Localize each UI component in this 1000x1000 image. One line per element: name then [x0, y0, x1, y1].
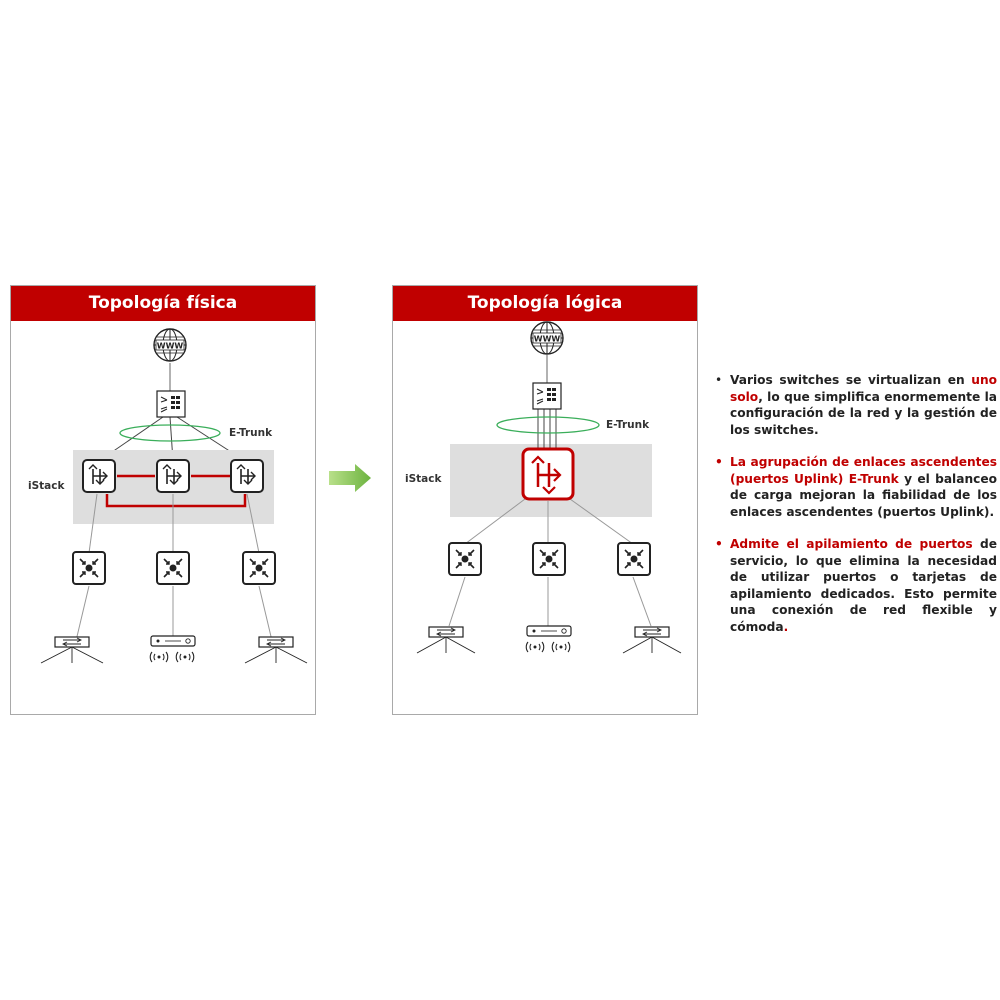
core-switch-icon [156, 459, 190, 493]
bullet-text: y el balanceo de carga mejoran la fiabil… [730, 471, 998, 519]
core-switch-icon [82, 459, 116, 493]
wireless-access-point-icon [149, 635, 196, 663]
bullet-highlight: . [783, 619, 789, 634]
bullet-text: de servicio, lo que elimina la necesidad… [730, 537, 997, 634]
www-text: WWW [157, 342, 184, 351]
core-switch-icon [230, 459, 264, 493]
istack-label: iStack [405, 473, 442, 485]
edge-switch-icon [244, 636, 308, 664]
edge-switch-icon [40, 636, 104, 664]
edge-switch-icon [622, 626, 682, 654]
internet-globe-icon: WWW [153, 328, 187, 362]
access-switch-icon [532, 542, 566, 576]
firewall-icon [156, 390, 186, 418]
bullet-etrunk: • La agrupación de enlaces ascendentes (… [712, 454, 997, 520]
access-switch-icon [72, 551, 106, 585]
bullet-port-stacking: • Admite el apilamiento de puertos de se… [712, 536, 997, 635]
access-switch-icon [617, 542, 651, 576]
transition-arrow-icon [327, 463, 373, 493]
physical-topology-diagram: E-Trunk iStack WWW [28, 328, 308, 664]
logical-topology-diagram: iStack E-Trunk WWW [405, 321, 682, 654]
bullet-dot: • [715, 537, 723, 551]
feature-bullet-list: • Varios switches se virtualizan en uno … [712, 372, 997, 651]
physical-topology-panel: Topología física E-Trunk iStack [10, 285, 316, 715]
virtual-core-switch-icon [521, 447, 575, 501]
access-switch-icon [156, 551, 190, 585]
access-switch-icon [448, 542, 482, 576]
logical-topology-panel: Topología lógica iStack E-Trunk WWW [392, 285, 698, 715]
istack-label: iStack [28, 480, 65, 492]
bullet-highlight: Admite el apilamiento de puertos [730, 537, 973, 551]
bullet-highlight: La agrupación de enlaces ascendentes (pu… [730, 455, 997, 486]
etrunk-ring [496, 416, 600, 434]
access-switch-icon [242, 551, 276, 585]
etrunk-label: E-Trunk [229, 427, 273, 439]
etrunk-ring [119, 424, 221, 442]
etrunk-label: E-Trunk [606, 419, 650, 431]
bullet-virtualization: • Varios switches se virtualizan en uno … [712, 372, 997, 438]
internet-globe-icon: WWW [530, 321, 564, 355]
bullet-dot: • [715, 373, 723, 387]
wireless-access-point-icon [525, 625, 572, 653]
edge-switch-icon [416, 626, 476, 654]
firewall-icon [532, 382, 562, 410]
bullet-text: , lo que simplifica enormemente la confi… [730, 389, 997, 437]
bullet-dot: • [715, 455, 723, 469]
logical-topology-title: Topología lógica [393, 286, 697, 321]
physical-topology-title: Topología física [11, 286, 315, 321]
bullet-highlight: uno solo [730, 373, 997, 404]
www-text: WWW [534, 335, 561, 344]
bullet-text: Varios switches se virtualizan en [730, 373, 972, 387]
